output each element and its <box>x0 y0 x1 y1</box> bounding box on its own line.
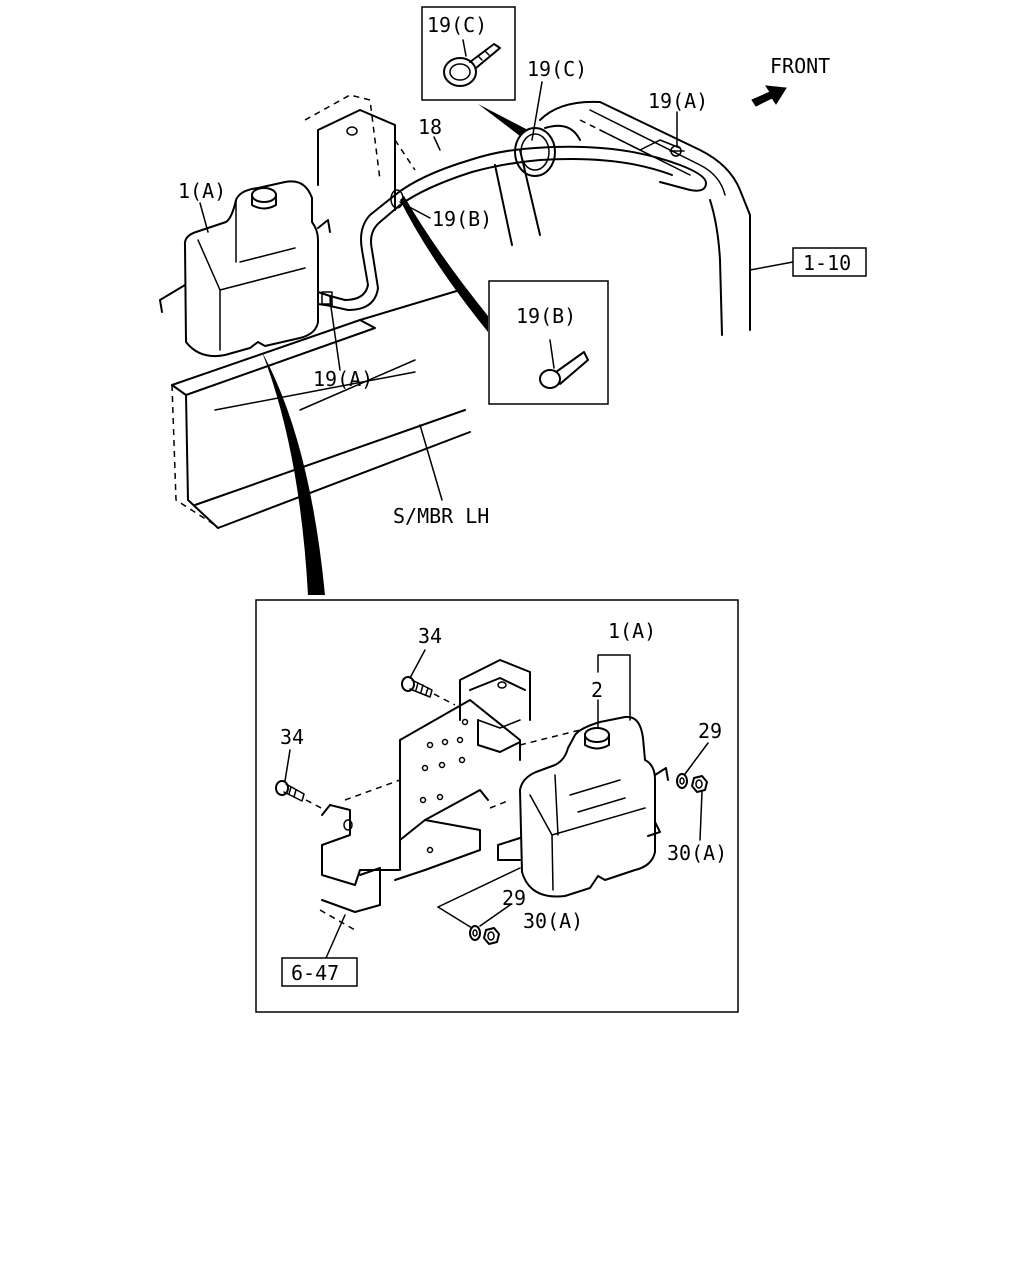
leaders-upper <box>199 81 678 371</box>
pointer-19c <box>478 104 528 136</box>
detail-box-19b <box>488 280 609 405</box>
label-19a-left: 19(A) <box>313 367 373 391</box>
label-1a-detail: 1(A) <box>608 619 656 643</box>
bolt-34-top-icon <box>401 676 456 706</box>
label-34-top: 34 <box>418 624 442 648</box>
label-19a-top-right: 19(A) <box>648 89 708 113</box>
label-18: 18 <box>418 115 442 139</box>
leaders-lower <box>284 649 709 959</box>
bolt-34-left-icon <box>275 780 326 811</box>
clip-19a-left-icon <box>321 291 333 305</box>
label-19b-hose: 19(B) <box>432 207 492 231</box>
label-29-bottom: 29 <box>502 886 526 910</box>
label-30a-right: 30(A) <box>667 841 727 865</box>
side-member-lh <box>171 289 471 529</box>
label-19c-hose: 19(C) <box>527 57 587 81</box>
overflow-hose-18 <box>329 145 707 311</box>
filler-neck <box>514 124 581 177</box>
pointer-19b <box>400 196 488 332</box>
frame-bracket-lower <box>319 659 581 931</box>
washer-29-right-icon <box>676 773 688 789</box>
label-2: 2 <box>591 678 603 702</box>
label-1a-top: 1(A) <box>178 179 226 203</box>
reservoir-tank-lower <box>497 715 669 898</box>
bracket-outline <box>304 94 416 211</box>
ref-6-47: 6-47 <box>291 961 339 985</box>
detail-19b-label: 19(B) <box>516 304 576 328</box>
clip-19a-right-icon <box>669 145 685 157</box>
nut-30a-bottom-icon <box>483 927 500 945</box>
front-arrow-icon <box>751 85 787 107</box>
label-30a-bottom: 30(A) <box>523 909 583 933</box>
label-29-right: 29 <box>698 719 722 743</box>
reservoir-tank-upper <box>159 180 333 358</box>
label-smbr-lh: S/MBR LH <box>393 504 489 528</box>
ref-box-6-47 <box>281 957 358 987</box>
ref-box-1-10 <box>792 247 867 277</box>
washer-29-bottom-icon <box>469 925 481 941</box>
radiator <box>494 100 794 336</box>
nut-30a-right-icon <box>691 775 708 793</box>
hose-clip-19b-icon <box>539 339 589 389</box>
label-34-left: 34 <box>280 725 304 749</box>
front-label: FRONT <box>770 54 830 78</box>
detail-19c-label: 19(C) <box>427 13 487 37</box>
band-clamp-19c-icon <box>443 39 501 87</box>
ref-1-10: 1-10 <box>803 251 851 275</box>
pointer-detail <box>262 352 325 595</box>
